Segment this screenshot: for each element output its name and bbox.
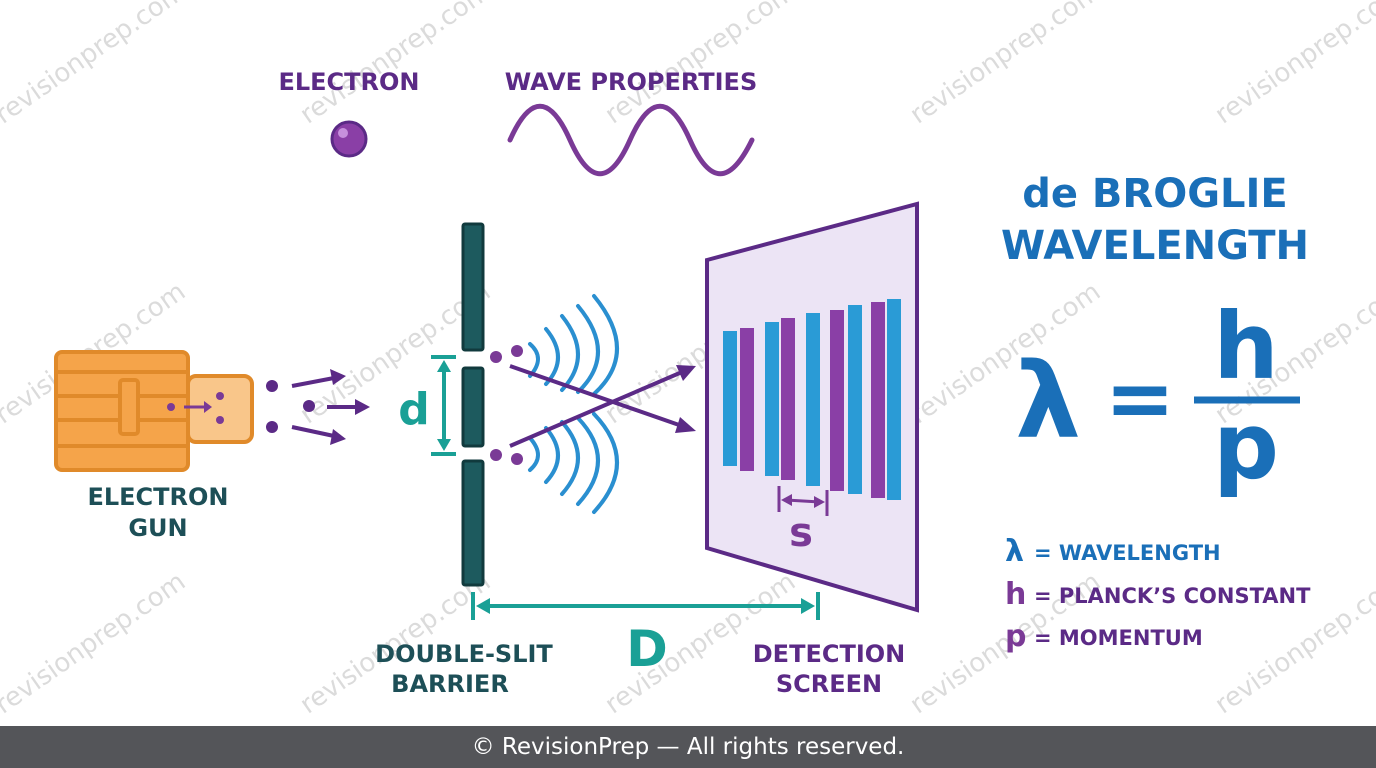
electron-beam-arrows [266, 369, 370, 445]
screen-label-1: DETECTION [753, 640, 905, 668]
legend-text-p: = MOMENTUM [1034, 626, 1203, 650]
fringe-stripe [830, 310, 844, 491]
watermark-text: revisionprep.com [0, 0, 191, 130]
watermark-text: revisionprep.com [0, 567, 191, 721]
diffracted-electrons [490, 345, 523, 465]
interference-arrows [509, 364, 696, 448]
slit-separation-label: d [398, 384, 430, 435]
legend-symbol-lambda: λ [1005, 534, 1024, 569]
fringe-stripe [806, 313, 820, 486]
watermark-text: revisionprep.com [905, 0, 1106, 130]
screen-label-2: SCREEN [776, 670, 882, 698]
electron-particle-icon [330, 120, 368, 158]
formula-numerator: h [1213, 293, 1279, 400]
formula-title-1: de BROGLIE [1022, 171, 1288, 217]
interference-fringes [723, 299, 901, 500]
barrier-label-1: DOUBLE-SLIT [375, 640, 553, 668]
watermark-text: revisionprep.com [600, 0, 801, 130]
wavefronts [528, 294, 619, 514]
double-slit-barrier [461, 222, 485, 587]
wave-properties-label: WAVE PROPERTIES [505, 68, 758, 96]
formula-equals: = [1105, 349, 1175, 447]
watermark-text: revisionprep.com [295, 0, 496, 130]
fringe-stripe [765, 322, 779, 476]
fringe-stripe [723, 331, 737, 466]
legend-text-h: = PLANCK’S CONSTANT [1034, 584, 1311, 608]
watermark-text: revisionprep.com [1210, 0, 1376, 130]
diagram-canvas: revisionprep.com revisionprep.com revision… [0, 0, 1376, 721]
formula-lambda: λ [1015, 340, 1081, 462]
screen-distance-marker [471, 592, 820, 620]
electron-gun-label-1: ELECTRON [87, 483, 228, 511]
legend: λ = WAVELENGTH h = PLANCK’S CONSTANT p =… [1005, 534, 1311, 654]
fringe-spacing-label: s [789, 510, 813, 556]
electron-gun [54, 350, 254, 472]
electron-label: ELECTRON [278, 68, 419, 96]
wave-icon [507, 104, 755, 176]
fringe-stripe [740, 328, 754, 471]
slit-separation-marker [431, 355, 456, 456]
electron-highlight [338, 128, 348, 138]
screen-distance-label: D [626, 620, 668, 678]
legend-symbol-p: p [1005, 619, 1026, 654]
legend-text-lambda: = WAVELENGTH [1034, 541, 1221, 565]
electron-gun-label-2: GUN [128, 514, 187, 542]
fringe-spacing-marker [777, 486, 829, 516]
barrier-label-2: BARRIER [391, 670, 509, 698]
fringe-stripe [871, 302, 885, 498]
formula-title-2: WAVELENGTH [1001, 223, 1309, 269]
formula-denominator: p [1213, 393, 1279, 500]
fringe-stripe [781, 318, 795, 480]
fringe-stripe [887, 299, 901, 500]
copyright-footer: © RevisionPrep — All rights reserved. [0, 726, 1376, 768]
fringe-stripe [848, 305, 862, 494]
legend-symbol-h: h [1005, 577, 1026, 612]
